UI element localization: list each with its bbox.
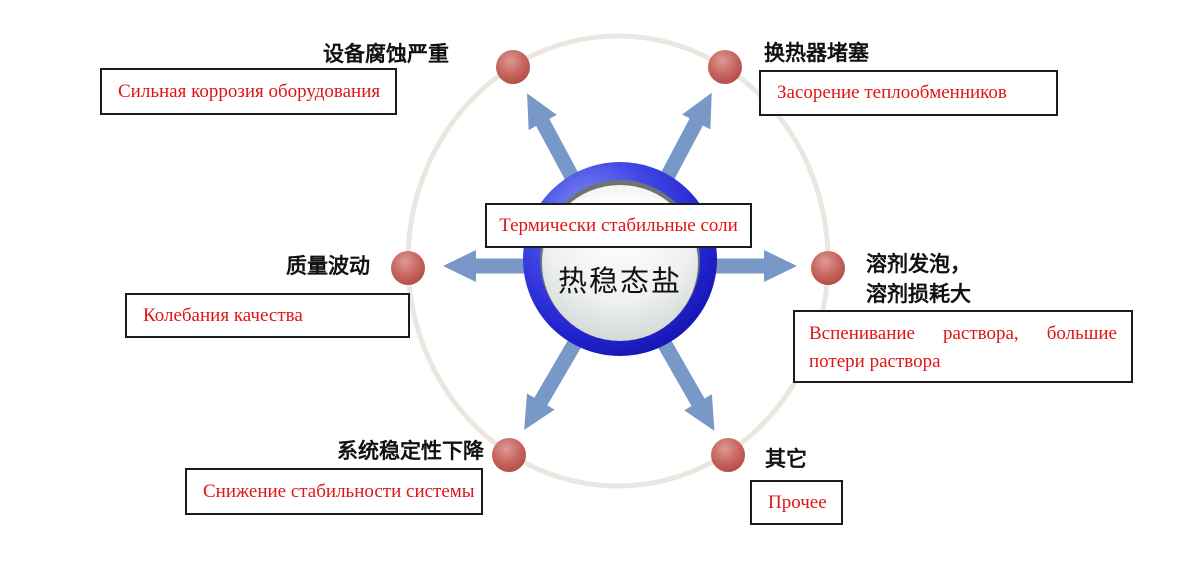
center-translation-text: Термически стабильные соли (499, 214, 738, 236)
translation-text: Засорение теплообменников (777, 82, 1007, 103)
arrow-left-icon (443, 250, 590, 282)
node-dot-bottom-right (711, 438, 745, 472)
label-cn-heat-exchanger-plugging: 换热器堵塞 (764, 41, 869, 65)
center-label-cn: 热稳态盐 (557, 266, 682, 298)
translation-box-quality-fluctuation: Колебания качества (125, 293, 410, 338)
node-dot-top-left (496, 50, 530, 84)
translation-box-other: Прочее (750, 480, 843, 525)
center-translation-box: Термически стабильные соли (485, 203, 752, 248)
arrow-right-icon (650, 250, 797, 282)
translation-box-system-stability-decline: Снижение стабильности системы (185, 468, 483, 515)
label-cn-equipment-corrosion: 设备腐蚀严重 (323, 42, 449, 66)
label-cn-quality-fluctuation: 质量波动 (286, 254, 370, 278)
translation-text: Сильная коррозия оборудования (118, 80, 381, 102)
node-dots (391, 50, 845, 472)
translation-text: Снижение стабильности системы (203, 480, 475, 502)
translation-text-line2: потери раствора (809, 351, 941, 372)
label-cn-other: 其它 (765, 447, 807, 471)
translation-text-line1: Вспенивание раствора, большие (809, 323, 1117, 344)
node-dot-bottom-left (492, 438, 526, 472)
translation-text: Колебания качества (143, 304, 303, 326)
node-dot-top-right (708, 50, 742, 84)
label-cn-solvent-foaming-line1: 溶剂发泡， (866, 252, 971, 276)
label-cn-system-stability-decline: 系统稳定性下降 (337, 439, 484, 463)
translation-text: Прочее (768, 491, 827, 513)
node-dot-left (391, 251, 425, 285)
translation-box-solvent-foaming: Вспенивание раствора, большие потери рас… (793, 310, 1133, 383)
node-dot-right (811, 251, 845, 285)
translation-box-equipment-corrosion: Сильная коррозия оборудования (100, 68, 397, 115)
label-cn-solvent-foaming-line2: 溶剂损耗大 (866, 282, 971, 306)
translation-box-heat-exchanger-plugging: Засорение теплообменников (759, 70, 1058, 116)
